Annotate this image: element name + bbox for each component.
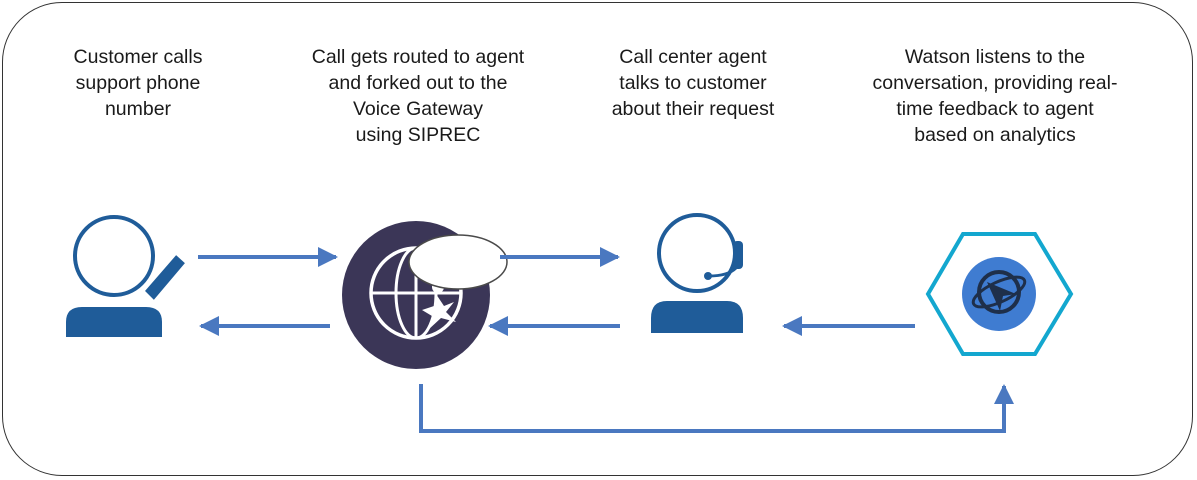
- text-line: and forked out to the: [328, 72, 508, 94]
- watson-hexagon-icon: [925, 232, 1074, 356]
- text-line: using SIPREC: [355, 124, 481, 146]
- step-routing-text: Call gets routed to agent and forked out…: [278, 44, 558, 148]
- text-line: about their request: [611, 98, 775, 120]
- text-line: Customer calls: [73, 46, 203, 68]
- person-with-headset-icon: [651, 213, 743, 333]
- voice-gateway-icon: [342, 221, 508, 369]
- step-customer-text: Customer calls support phone number: [38, 44, 238, 122]
- person-with-phone-icon: [66, 215, 189, 337]
- text-line: Call center agent: [619, 46, 767, 68]
- text-line: number: [104, 98, 172, 120]
- text-line: Voice Gateway: [352, 98, 484, 120]
- text-line: Watson listens to the: [904, 46, 1086, 68]
- text-line: Call gets routed to agent: [311, 46, 525, 68]
- step-watson-text: Watson listens to the conversation, prov…: [845, 44, 1145, 148]
- step-agent-text: Call center agent talks to customer abou…: [583, 44, 803, 122]
- text-line: talks to customer: [619, 72, 767, 94]
- arrow-gateway-to-watson: [419, 384, 1014, 433]
- text-line: support phone: [75, 72, 201, 94]
- text-line: based on analytics: [914, 124, 1076, 146]
- text-line: time feedback to agent: [896, 98, 1094, 120]
- text-line: conversation, providing real-: [872, 72, 1118, 94]
